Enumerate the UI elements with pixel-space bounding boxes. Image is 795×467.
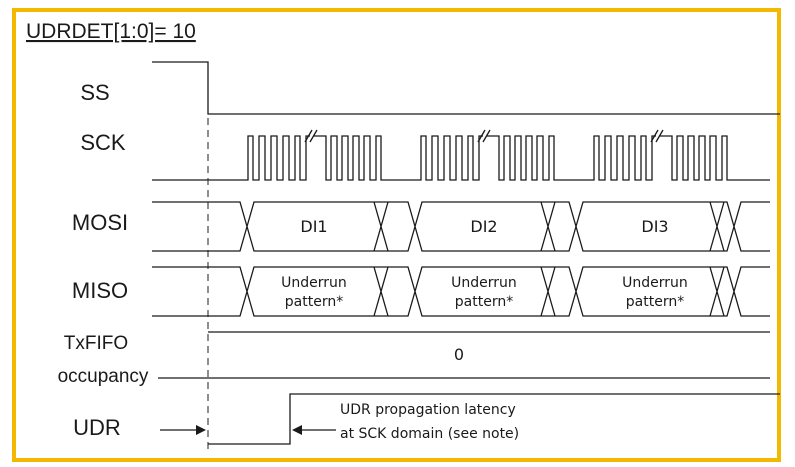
- txfifo-label-line1: TxFIFO: [64, 333, 128, 354]
- sck-waveform: [152, 135, 770, 181]
- udr-waveform: [208, 393, 780, 445]
- diagram-frame: [12, 8, 781, 462]
- arrow-right-icon: [196, 425, 206, 435]
- miso-cell-line2: pattern*: [626, 294, 684, 310]
- miso-cell-line2: pattern*: [285, 294, 343, 310]
- sck-label: SCK: [80, 130, 126, 155]
- mosi-cell: DI3: [641, 217, 668, 236]
- udr-note-line1: UDR propagation latency: [340, 402, 516, 418]
- sck-break-mark-2: [477, 129, 491, 143]
- mosi-bus-waveform: [152, 201, 770, 252]
- txfifo-label-line2: occupancy: [58, 366, 149, 387]
- sck-break-mark-1: [304, 129, 318, 143]
- ss-waveform: [152, 61, 780, 115]
- miso-cell-line1: Underrun: [622, 275, 688, 291]
- udr-label: UDR: [73, 415, 121, 440]
- sck-break-mark-3: [650, 129, 664, 143]
- mosi-cell: DI1: [300, 217, 327, 236]
- mosi-cell: DI2: [470, 217, 497, 236]
- txfifo-value: 0: [454, 345, 464, 364]
- miso-cell-line1: Underrun: [281, 275, 347, 291]
- txfifo-bus-waveform: [158, 331, 770, 379]
- miso-label: MISO: [72, 278, 128, 303]
- miso-cell-line1: Underrun: [451, 275, 517, 291]
- diagram-title: UDRDET[1:0]= 10: [26, 20, 196, 43]
- udr-note-line2: at SCK domain (see note): [340, 426, 519, 442]
- miso-cell-line2: pattern*: [455, 294, 513, 310]
- miso-bus-waveform: [152, 266, 770, 317]
- mosi-label: MOSI: [72, 210, 128, 235]
- ss-label: SS: [80, 80, 109, 105]
- arrow-left-icon: [292, 425, 302, 435]
